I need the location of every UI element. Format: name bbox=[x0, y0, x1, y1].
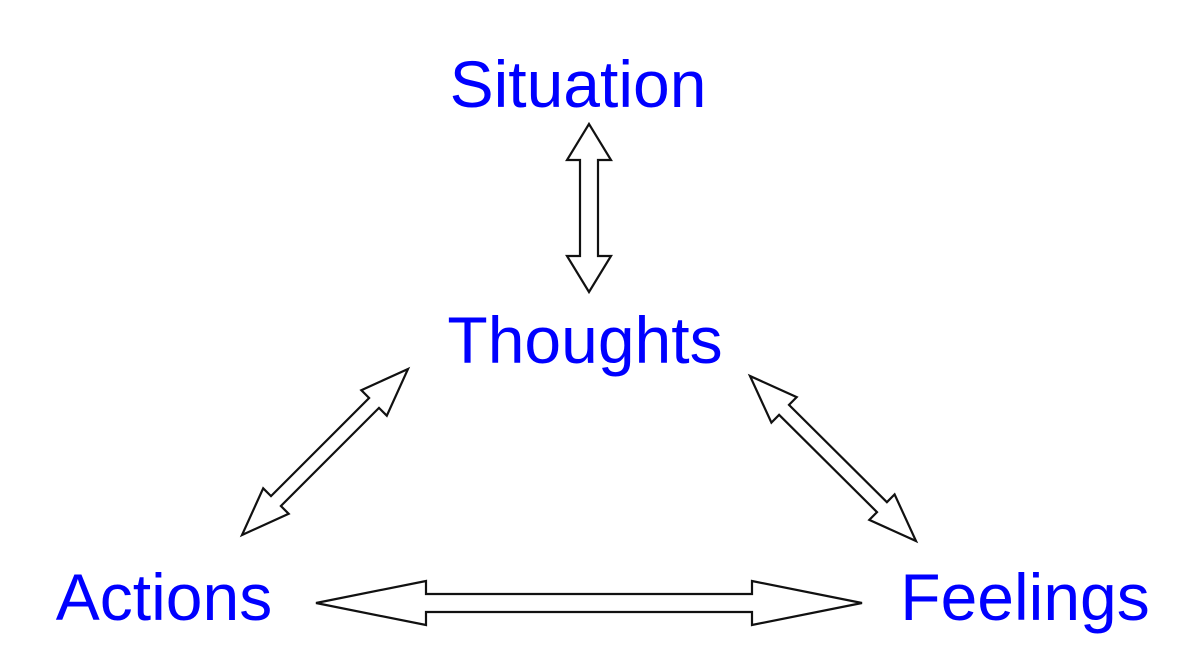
arrow-actions-feelings bbox=[315, 579, 863, 627]
node-thoughts: Thoughts bbox=[447, 303, 723, 377]
node-situation: Situation bbox=[449, 47, 707, 121]
arrow-thoughts-feelings bbox=[747, 373, 919, 544]
arrow-thoughts-actions bbox=[239, 366, 411, 538]
node-actions: Actions bbox=[55, 560, 273, 634]
node-feelings: Feelings bbox=[900, 560, 1150, 634]
arrow-situation-thoughts bbox=[565, 121, 613, 295]
